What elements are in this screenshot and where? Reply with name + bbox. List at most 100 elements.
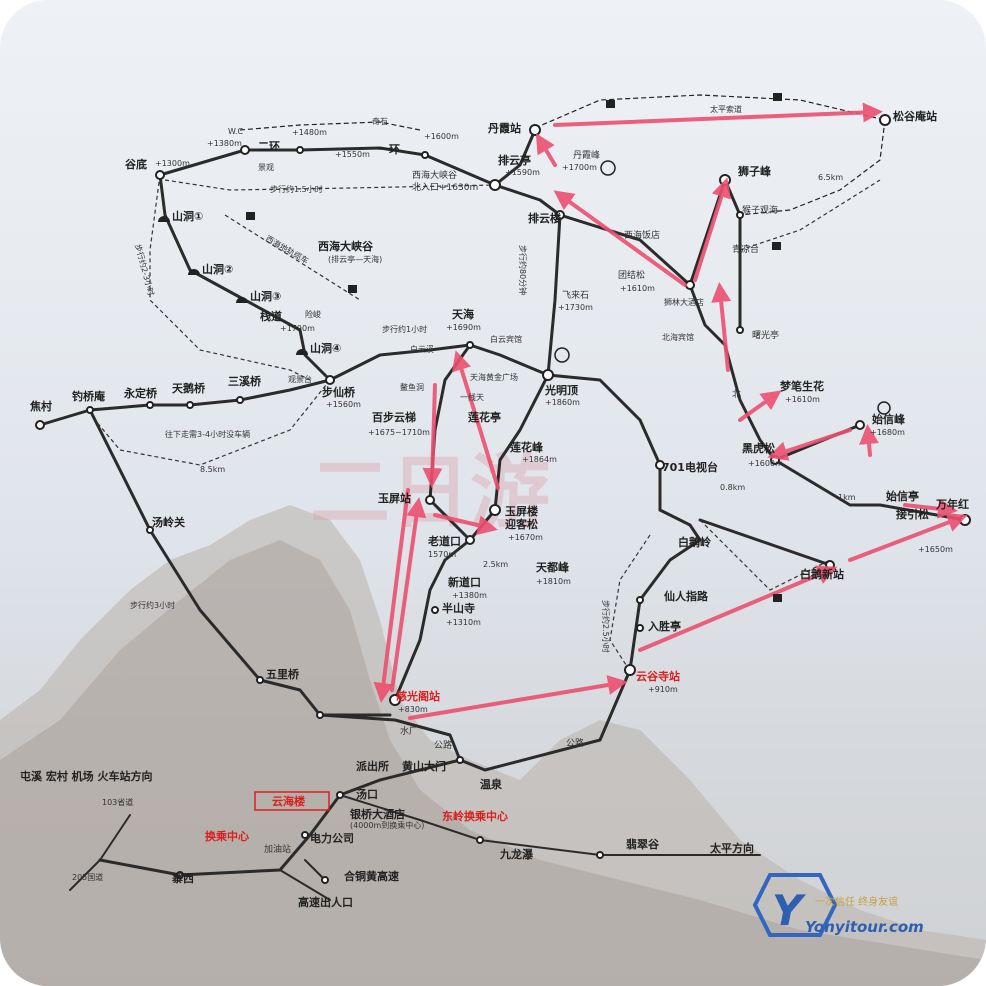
svg-text:+1790m: +1790m [280, 324, 315, 333]
svg-text:加油站: 加油站 [264, 843, 291, 855]
svg-text:+1310m: +1310m [446, 618, 481, 627]
svg-text:+1700m: +1700m [562, 163, 597, 172]
svg-text:北: 北 [732, 389, 741, 400]
svg-text:飞来石: 飞来石 [562, 290, 589, 301]
svg-text:+1600m: +1600m [748, 459, 783, 468]
svg-text:公路: 公路 [566, 737, 584, 749]
svg-text:步行约2.5小时: 步行约2.5小时 [601, 600, 611, 653]
svg-text:新道口: 新道口 [448, 575, 481, 589]
svg-text:松谷庵站: 松谷庵站 [893, 109, 937, 123]
tunnel-icon [158, 216, 308, 355]
svg-text:0.8km: 0.8km [720, 483, 745, 492]
svg-text:高速出人口: 高速出人口 [298, 895, 353, 909]
svg-text:二环: 二环 [258, 140, 280, 153]
svg-text:+1670m: +1670m [508, 533, 543, 542]
svg-text:+1610m: +1610m [785, 395, 820, 404]
svg-text:莲花峰: 莲花峰 [510, 440, 544, 454]
svg-text:万年红: 万年红 [935, 497, 969, 511]
svg-text:2.5km: 2.5km [483, 560, 508, 569]
svg-text:水厂: 水厂 [400, 725, 418, 737]
svg-text:+1480m: +1480m [292, 128, 327, 137]
svg-text:一线天: 一线天 [460, 392, 484, 402]
svg-text:始信亭: 始信亭 [886, 489, 919, 503]
svg-text:+1810m: +1810m [536, 577, 571, 586]
svg-text:山洞④: 山洞④ [310, 341, 341, 355]
svg-text:+1380m: +1380m [452, 591, 487, 600]
mountain-ridge [0, 540, 986, 986]
hotel-marker-box [254, 791, 330, 811]
svg-text:景观: 景观 [258, 163, 274, 172]
svg-text:黑虎松: 黑虎松 [742, 441, 775, 455]
svg-text:团结松: 团结松 [618, 269, 645, 281]
svg-text:公路: 公路 [434, 739, 452, 751]
svg-text:莲花亭: 莲花亭 [468, 410, 501, 424]
svg-text:栈道: 栈道 [260, 309, 282, 323]
svg-text:北海宾馆: 北海宾馆 [662, 332, 694, 342]
svg-text:合铜黄高速: 合铜黄高速 [344, 869, 399, 883]
svg-text:山洞①: 山洞① [172, 209, 203, 223]
svg-text:205国道: 205国道 [72, 872, 103, 882]
svg-text:迎客松: 迎客松 [505, 517, 538, 531]
recommended-route [373, 102, 968, 720]
svg-text:太平索道: 太平索道 [710, 104, 742, 114]
svg-text:奇石: 奇石 [372, 116, 388, 126]
svg-text:汤岭关: 汤岭关 [152, 515, 185, 529]
svg-text:1570m: 1570m [428, 550, 456, 559]
svg-text:狮子峰: 狮子峰 [737, 164, 772, 178]
svg-text:+830m: +830m [398, 705, 428, 714]
svg-text:步行约1小时: 步行约1小时 [382, 324, 427, 334]
svg-text:701电视台: 701电视台 [662, 460, 718, 474]
svg-text:黄山大门: 黄山大门 [402, 759, 446, 773]
svg-text:云海楼: 云海楼 [272, 794, 305, 808]
svg-text:仙人指路: 仙人指路 [664, 589, 709, 603]
svg-text:+910m: +910m [648, 685, 678, 694]
svg-text:青凉台: 青凉台 [732, 243, 759, 255]
svg-text:+1864m: +1864m [522, 455, 557, 464]
svg-text:步行约2-3小时: 步行约2-3小时 [133, 243, 156, 297]
svg-text:险峻: 险峻 [305, 309, 321, 319]
svg-text:+1300m: +1300m [155, 159, 190, 168]
svg-text:丹霞站: 丹霞站 [488, 121, 521, 135]
svg-text:山洞③: 山洞③ [250, 289, 281, 303]
cable-car-icon [246, 93, 782, 602]
svg-text:(排云亭—天海): (排云亭—天海) [328, 254, 382, 264]
svg-text:1km: 1km [838, 493, 856, 502]
svg-text:丹霞峰: 丹霞峰 [573, 150, 600, 161]
svg-text:百步云梯: 百步云梯 [372, 410, 416, 424]
svg-text:接引松: 接引松 [896, 507, 929, 521]
svg-text:+1380m: +1380m [207, 139, 242, 148]
svg-text:+1675~1710m: +1675~1710m [368, 428, 430, 437]
svg-text:排云亭: 排云亭 [498, 153, 531, 167]
svg-text:Yonyitour.com: Yonyitour.com [805, 918, 924, 936]
svg-text:西海地轨缆车: 西海地轨缆车 [264, 233, 311, 266]
svg-text:白云宾馆: 白云宾馆 [490, 334, 522, 344]
svg-text:6.5km: 6.5km [818, 173, 843, 182]
svg-text:+1860m: +1860m [545, 398, 580, 407]
svg-text:云谷寺站: 云谷寺站 [636, 669, 680, 683]
svg-text:西海大峡谷: 西海大峡谷 [412, 169, 457, 181]
svg-text:派出所: 派出所 [356, 759, 389, 773]
svg-text:+1610m: +1610m [620, 284, 655, 293]
svg-text:屯溪 宏村 机场 火车站方向: 屯溪 宏村 机场 火车站方向 [20, 769, 153, 783]
brand-logo: Y 一次信任 终身友谊 Yonyitour.com [752, 873, 924, 937]
svg-text:天海: 天海 [452, 307, 474, 321]
svg-text:103省道: 103省道 [102, 797, 133, 807]
svg-text:白云溪: 白云溪 [410, 344, 434, 354]
svg-text:白鹅新站: 白鹅新站 [800, 567, 844, 581]
svg-text:梦笔生花: 梦笔生花 [780, 379, 824, 393]
svg-text:曙光亭: 曙光亭 [752, 329, 779, 341]
svg-text:(4000m到换乘中心): (4000m到换乘中心) [350, 820, 424, 830]
svg-text:太平方向: 太平方向 [709, 841, 754, 855]
svg-text:九龙瀑: 九龙瀑 [499, 847, 534, 861]
svg-text:翡翠谷: 翡翠谷 [626, 837, 660, 851]
svg-text:西海饭店: 西海饭店 [624, 229, 660, 241]
svg-text:焦村: 焦村 [29, 399, 52, 413]
svg-text:Y: Y [772, 886, 806, 935]
svg-text:天鹅桥: 天鹅桥 [172, 381, 206, 395]
svg-text:慈光阁站: 慈光阁站 [396, 689, 440, 703]
svg-text:步行约80分钟: 步行约80分钟 [518, 245, 528, 295]
svg-text:+1560m: +1560m [326, 400, 361, 409]
svg-text:五里桥: 五里桥 [266, 667, 300, 681]
svg-text:观景台: 观景台 [288, 374, 312, 384]
